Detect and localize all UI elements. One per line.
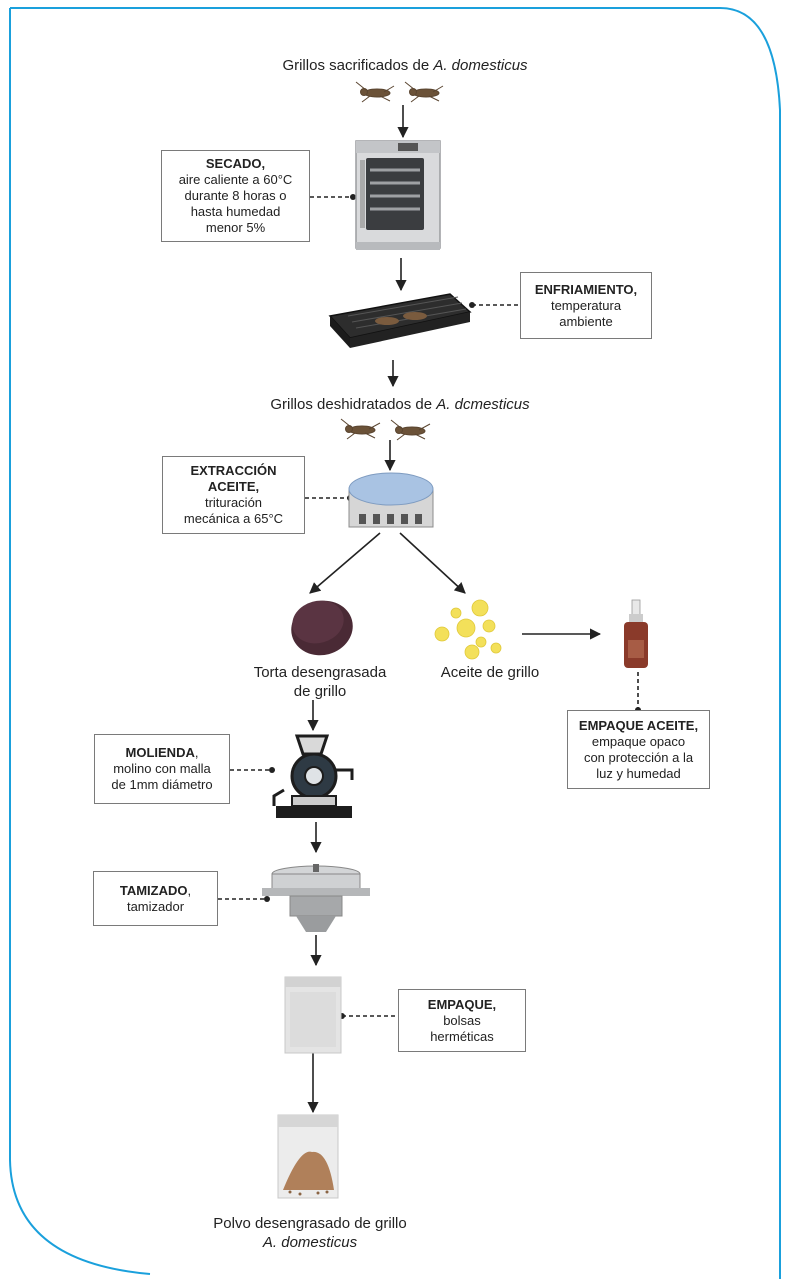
oil-press-icon [348,472,434,528]
step-box-sieving: TAMIZADO, tamizador [93,871,218,926]
cricket-icon-group-2 [340,418,431,441]
oil-bottle-icon [624,599,648,668]
step-box-drying: SECADO, aire caliente a 60°C durante 8 h… [161,150,310,242]
oil-drops-icon [434,599,502,660]
frame-border-left [9,8,151,1275]
node-oil: Aceite de grillo [440,664,540,681]
grinding-mill-icon [272,734,354,818]
step-box-oil-packaging: EMPAQUE ACEITE, empaque opaco con protec… [567,710,710,789]
step-box-cooling: ENFRIAMIENTO, temperatura ambiente [520,272,652,339]
sieve-machine-icon [262,864,370,932]
sealed-bag-icon [284,976,342,1054]
dryer-oven-icon [355,140,441,250]
defatted-cake-icon [291,600,353,656]
node-final: Polvo desengrasado de grillo A. domestic… [213,1215,407,1251]
powder-bag-icon [277,1114,339,1199]
node-dehydrated: Grillos deshidratados de A. dcmesticus [270,396,530,413]
arrow-press-to-oil [399,532,466,594]
step-box-extraction: EXTRACCIÓN ACEITE, trituración mecánica … [162,456,305,534]
step-box-milling: MOLIENDA, molino con malla de 1mm diámet… [94,734,230,804]
node-start: Grillos sacrificados de A. domesticus [282,57,528,74]
step-box-packaging: EMPAQUE, bolsas herméticas [398,989,526,1052]
node-cake: Torta desengrasada de grillo [253,664,387,700]
cricket-icon-group-1 [355,81,444,103]
arrow-press-to-cake [309,532,381,594]
cooling-tray-icon [328,293,472,348]
frame-border [45,7,781,1279]
